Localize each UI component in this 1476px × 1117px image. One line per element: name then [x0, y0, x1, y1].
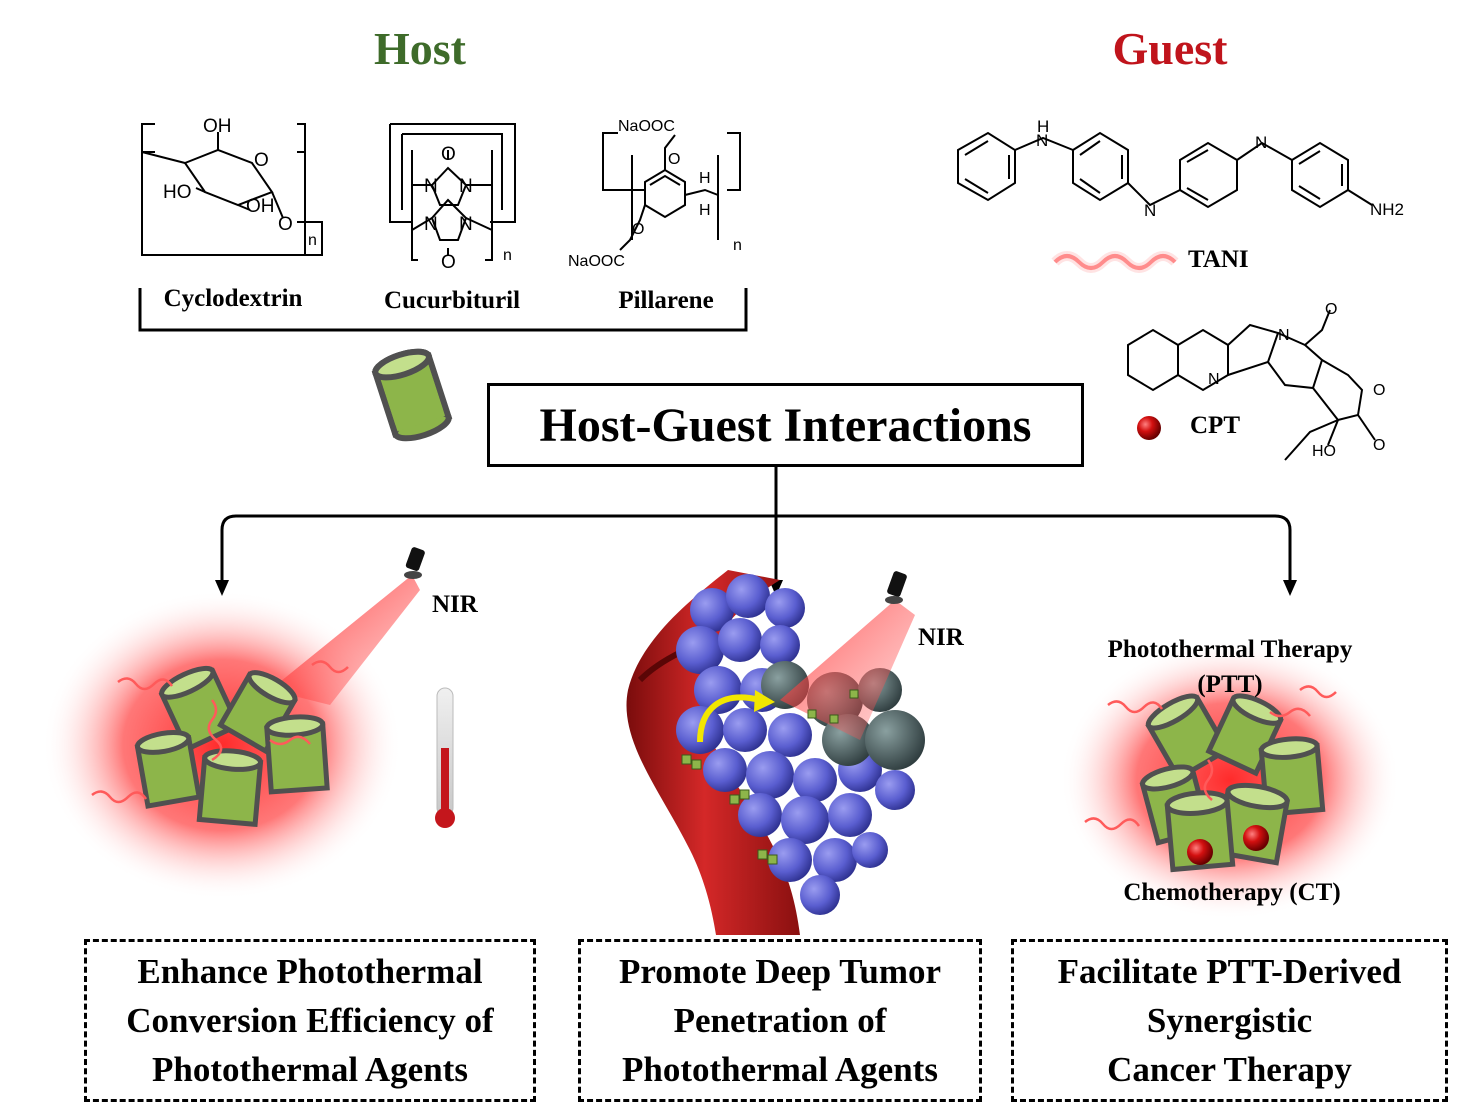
ring-o-label: O — [254, 150, 269, 171]
pa-o-2: O — [632, 221, 644, 238]
ptt-abbr-label: (PTT) — [1197, 671, 1263, 698]
host-guest-interactions-box: Host-Guest Interactions — [487, 383, 1084, 467]
outcome-3-line-3: Cancer Therapy — [1107, 1050, 1352, 1089]
outcome-2-line-3: Photothermal Agents — [622, 1050, 938, 1089]
cpt-n-1: N — [1208, 371, 1220, 388]
nir-label-left: NIR — [432, 591, 478, 618]
ct-label: Chemotherapy (CT) — [1123, 879, 1341, 906]
laser-icon — [404, 547, 425, 579]
penetration-arrow — [697, 694, 761, 743]
cb-o-bottom: O — [441, 252, 456, 273]
outcome-2-line-2: Penetration of — [673, 1001, 887, 1040]
cpt-label: CPT — [1190, 412, 1240, 439]
outcome-1-line-1: Enhance Photothermal — [137, 952, 483, 991]
pillarene-structure — [602, 132, 741, 251]
outcome-3-line-2: Synergistic — [1146, 1001, 1313, 1040]
outcome-box-3: Facilitate PTT-Derived Synergistic Cance… — [1011, 939, 1448, 1102]
cpt-o-1: O — [1325, 301, 1337, 318]
pillarene-label: Pillarene — [618, 287, 714, 314]
ptt-label: Photothermal Therapy — [1107, 636, 1353, 663]
cb-n-1: N — [424, 176, 438, 197]
cyclodextrin-structure — [141, 123, 323, 256]
cb-n-4: N — [459, 214, 473, 235]
tani-structure — [957, 131, 1373, 209]
pa-h-2: H — [699, 202, 711, 219]
cpt-structure — [1127, 309, 1376, 461]
cb-n-3: N — [424, 214, 438, 235]
thermometer-icon — [435, 687, 455, 828]
tani-n-3: N — [1255, 133, 1267, 152]
red-wave-icon — [1053, 254, 1177, 270]
n-subscript-3: n — [733, 237, 742, 254]
naooc-label-1: NaOOC — [618, 118, 675, 135]
cyclodextrin-label: Cyclodextrin — [163, 285, 303, 312]
ho-label: HO — [163, 182, 192, 203]
pa-h-1: H — [699, 170, 711, 187]
right-scene — [1060, 640, 1400, 920]
cucurbituril-structure — [389, 123, 516, 261]
connector-arrows — [220, 464, 1292, 583]
cpt-o-2: O — [1373, 382, 1385, 399]
center-scene — [626, 570, 925, 935]
outcome-2-line-1: Promote Deep Tumor — [618, 952, 942, 991]
left-scene — [42, 547, 455, 900]
arrow-left — [215, 580, 229, 596]
tani-h: H — [1037, 117, 1049, 136]
cpt-ho: HO — [1312, 443, 1336, 460]
pa-o-1: O — [668, 151, 680, 168]
outcome-box-2: Promote Deep Tumor Penetration of Photot… — [578, 939, 982, 1102]
cpt-n-2: N — [1278, 327, 1290, 344]
outcome-box-1: Enhance Photothermal Conversion Efficien… — [84, 939, 536, 1102]
cb-n-2: N — [459, 176, 473, 197]
guest-title: Guest — [1112, 23, 1228, 74]
nir-label-center: NIR — [918, 624, 964, 651]
host-bracket — [138, 288, 748, 332]
oh-label-2: OH — [246, 196, 275, 217]
host-title: Host — [374, 23, 466, 74]
cucurbituril-label: Cucurbituril — [383, 287, 521, 314]
glyco-o-label: O — [278, 214, 293, 235]
cb-o-top: O — [441, 144, 456, 165]
tani-nh2: NH2 — [1370, 200, 1404, 219]
outcome-1-line-3: Photothermal Agents — [152, 1050, 468, 1089]
cpt-o-3: O — [1373, 437, 1385, 454]
red-sphere-icon — [1137, 416, 1161, 440]
oh-label-1: OH — [203, 116, 232, 137]
tumor-cells — [676, 574, 915, 915]
host-cylinder-icon — [371, 348, 453, 442]
n-subscript-2: n — [503, 247, 512, 264]
outcome-3-line-1: Facilitate PTT-Derived — [1057, 952, 1402, 991]
tani-label: TANI — [1188, 246, 1249, 273]
tani-n-2: N — [1144, 201, 1156, 220]
n-subscript-1: n — [308, 232, 317, 249]
tani-n-1: N — [1036, 131, 1048, 150]
naooc-label-2: NaOOC — [568, 253, 625, 270]
outcome-1-line-2: Conversion Efficiency of — [126, 1001, 494, 1040]
host-guest-interactions-title: Host-Guest Interactions — [539, 398, 1032, 452]
arrow-right — [1283, 580, 1297, 596]
laser-icon-2 — [885, 571, 907, 604]
